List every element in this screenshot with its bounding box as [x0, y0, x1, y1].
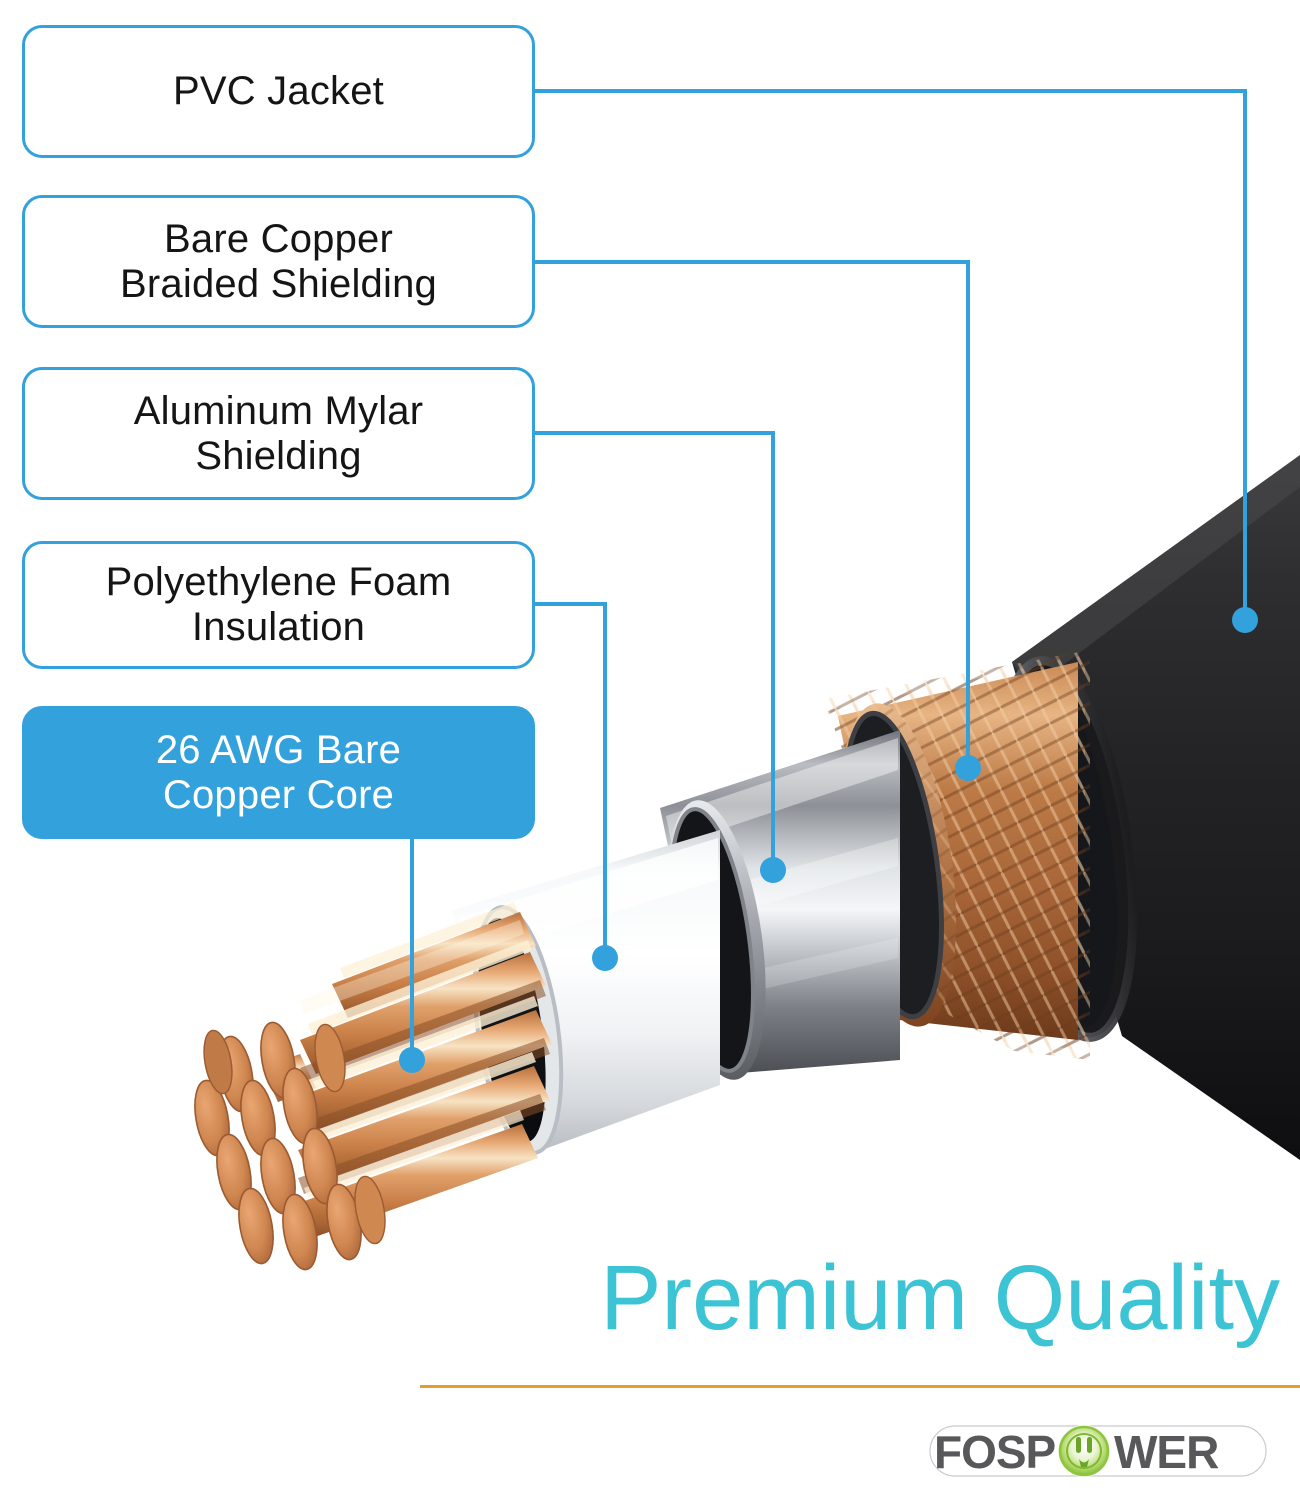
fospower-logo: FOSP WER [929, 1425, 1267, 1478]
power-outlet-icon [1058, 1425, 1110, 1477]
callout-aluminum-mylar-shielding[interactable]: Aluminum Mylar Shielding [22, 367, 535, 500]
callout-label-pvc-jacket: PVC Jacket [173, 69, 384, 114]
callout-26-awg-bare-copper-core[interactable]: 26 AWG Bare Copper Core [22, 706, 535, 839]
callout-label-polyethylene-foam-insulation: Polyethylene Foam Insulation [105, 560, 452, 649]
tagline-premium-quality: Premium Quality [600, 1247, 1280, 1349]
callout-label-26-awg-bare-copper-core: 26 AWG Bare Copper Core [155, 727, 402, 817]
callout-pvc-jacket[interactable]: PVC Jacket [22, 25, 535, 158]
logo-text-after: WER [1114, 1426, 1219, 1478]
copper-strand-ends [194, 1021, 386, 1271]
callout-label-bare-copper-braided-shielding: Bare Copper Braided Shielding [120, 216, 437, 306]
callout-label-aluminum-mylar-shielding: Aluminum Mylar Shielding [133, 388, 424, 478]
callout-bare-copper-braided-shielding[interactable]: Bare Copper Braided Shielding [22, 195, 535, 328]
layer-copper-core [194, 902, 552, 1271]
logo-text-before: FOSP [934, 1426, 1056, 1478]
callout-polyethylene-foam-insulation[interactable]: Polyethylene Foam Insulation [22, 541, 535, 669]
horizontal-divider [420, 1385, 1300, 1388]
